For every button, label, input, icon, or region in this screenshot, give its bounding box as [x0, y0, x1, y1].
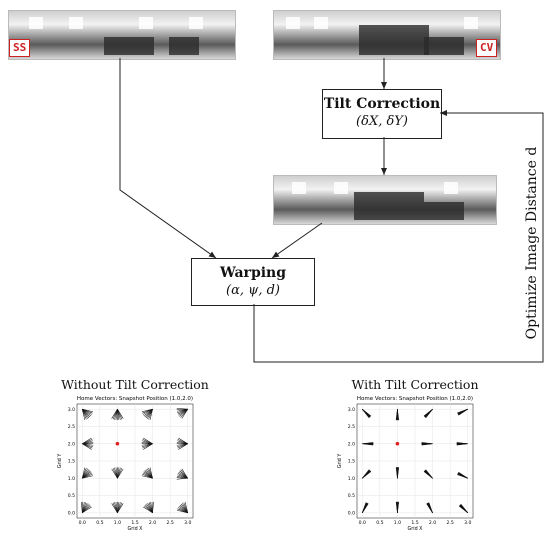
- y-tick-label: 0.5: [348, 493, 355, 499]
- warping-box: Warping (α, ψ, d): [191, 258, 315, 306]
- y-axis-label: Grid Y: [57, 454, 63, 469]
- home-vector-fan: [82, 467, 94, 479]
- feedback-loop-arrow: [253, 110, 544, 363]
- plot-heading-with: With Tilt Correction: [351, 377, 479, 392]
- home-vector-fan: [362, 469, 372, 479]
- y-tick-label: 2.0: [68, 441, 75, 447]
- x-axis-label: Grid X: [128, 526, 144, 532]
- y-tick-label: 3.0: [348, 407, 355, 413]
- home-vector-fan: [362, 502, 369, 513]
- home-vector-fan: [143, 501, 154, 514]
- x-tick-label: 3.0: [184, 520, 191, 526]
- home-vector-fan: [111, 501, 124, 513]
- corrected-panorama-image: [273, 175, 497, 225]
- y-tick-label: 2.0: [348, 441, 355, 447]
- home-vector-fan: [176, 468, 188, 480]
- x-tick-label: 1.5: [411, 520, 418, 526]
- home-vector-fan: [423, 408, 433, 419]
- home-vector-fan: [82, 408, 94, 420]
- plot-inner-title: Home Vectors: Snapshot Position (1.0,2.0…: [357, 396, 473, 402]
- home-vector-fan: [395, 501, 400, 513]
- y-tick-label: 1.5: [348, 459, 355, 465]
- snapshot-marker: [115, 441, 120, 446]
- y-tick-label: 0.5: [68, 493, 75, 499]
- home-vector-fan: [141, 467, 153, 479]
- home-vector-fan: [458, 503, 468, 514]
- x-axis-label: Grid X: [408, 526, 424, 532]
- y-tick-label: 0.0: [348, 510, 355, 516]
- cv-badge: CV: [476, 39, 498, 57]
- x-tick-label: 1.0: [114, 520, 121, 526]
- x-tick-label: 2.0: [429, 520, 436, 526]
- y-tick-label: 0.0: [68, 510, 75, 516]
- home-vector-fan: [395, 467, 400, 479]
- home-vector-fan: [81, 501, 92, 514]
- y-tick-label: 2.5: [68, 424, 75, 430]
- home-vector-fan: [111, 467, 124, 479]
- home-vector-fan: [423, 469, 433, 479]
- home-vector-fan: [426, 502, 433, 513]
- x-tick-label: 3.0: [464, 520, 471, 526]
- plot-inner-title: Home Vectors: Snapshot Position (1.0,2.0…: [77, 396, 193, 402]
- home-vector-fan: [176, 407, 188, 419]
- x-tick-label: 2.0: [149, 520, 156, 526]
- y-tick-label: 3.0: [68, 407, 75, 413]
- y-tick-label: 1.0: [348, 476, 355, 482]
- x-tick-label: 2.5: [166, 520, 173, 526]
- y-axis-label: Grid Y: [337, 454, 343, 469]
- home-vector-fan: [421, 442, 433, 446]
- home-vector-fan: [176, 502, 188, 514]
- tilt-correction-title: Tilt Correction: [323, 96, 441, 112]
- home-vector-fan: [457, 471, 468, 479]
- x-tick-label: 1.5: [131, 520, 138, 526]
- home-vector-fan: [141, 437, 153, 450]
- snapshot-marker: [395, 441, 400, 446]
- home-vector-fan: [141, 408, 153, 420]
- home-vector-fan: [111, 409, 124, 421]
- home-vector-fan: [395, 409, 400, 421]
- home-vector-fan: [82, 437, 94, 450]
- ss-badge: SS: [9, 39, 31, 57]
- arrow-corrected-to-warping: [271, 222, 323, 259]
- y-tick-label: 1.5: [68, 459, 75, 465]
- x-tick-label: 0.0: [79, 520, 86, 526]
- home-vector-fan: [457, 408, 468, 416]
- tilt-correction-params: (δX, δY): [356, 114, 408, 129]
- y-tick-label: 2.5: [348, 424, 355, 430]
- x-tick-label: 0.5: [96, 520, 103, 526]
- warping-title: Warping: [219, 265, 287, 281]
- x-tick-label: 1.0: [394, 520, 401, 526]
- ss-panorama-image: [8, 10, 236, 60]
- home-vectors-plot-with-tilt: Home Vectors: Snapshot Position (1.0,2.0…: [337, 396, 474, 532]
- tilt-correction-box: Tilt Correction (δX, δY): [322, 89, 442, 139]
- home-vector-fan: [176, 437, 188, 450]
- warping-params: (α, ψ, d): [226, 283, 280, 298]
- y-tick-label: 1.0: [68, 476, 75, 482]
- x-tick-label: 0.0: [359, 520, 366, 526]
- plot-heading-without: Without Tilt Correction: [61, 377, 209, 392]
- arrow-ss-to-warping: [119, 58, 217, 259]
- home-vectors-plot-without-tilt: Home Vectors: Snapshot Position (1.0,2.0…: [57, 396, 194, 532]
- cv-panorama-image: [273, 10, 501, 60]
- x-tick-label: 0.5: [376, 520, 383, 526]
- x-tick-label: 2.5: [446, 520, 453, 526]
- home-vector-fan: [362, 408, 372, 419]
- home-vector-fan: [362, 442, 374, 446]
- home-vector-fan: [456, 442, 468, 446]
